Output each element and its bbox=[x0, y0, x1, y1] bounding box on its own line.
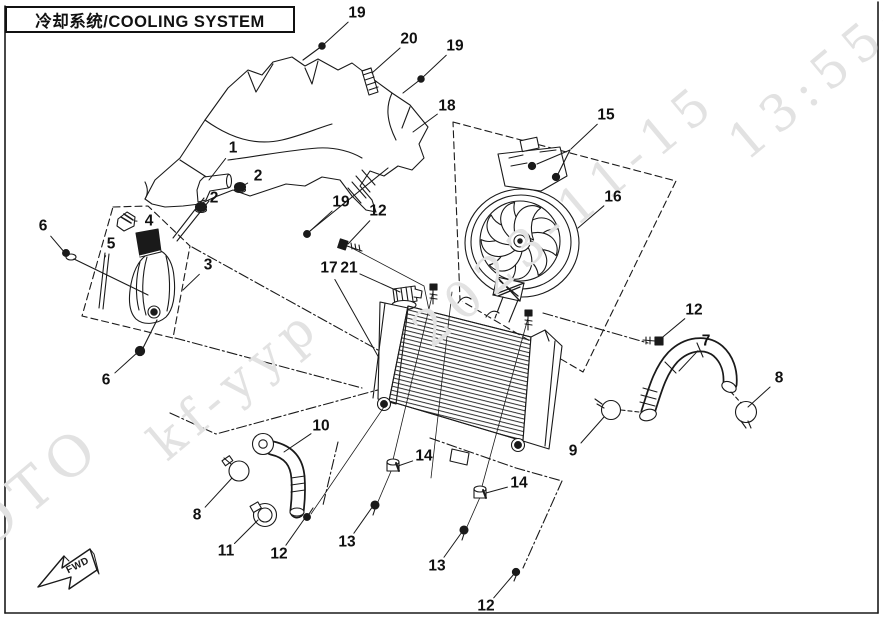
callout-11: 11 bbox=[217, 542, 235, 560]
callout-19: 19 bbox=[348, 4, 366, 22]
callout-10: 10 bbox=[312, 417, 330, 435]
lower-hose-group bbox=[221, 432, 314, 528]
callout-8: 8 bbox=[192, 506, 202, 524]
callout-13: 13 bbox=[428, 557, 446, 575]
air-duct-drawing bbox=[144, 56, 429, 232]
callout-9: 9 bbox=[568, 442, 578, 460]
callout-17: 17 bbox=[320, 259, 338, 277]
callout-19: 19 bbox=[446, 37, 464, 55]
bolt-12 bbox=[337, 238, 363, 252]
callout-7: 7 bbox=[701, 332, 711, 350]
fwd-arrow: FWD bbox=[37, 548, 100, 590]
callout-1: 1 bbox=[228, 139, 238, 157]
stud-20 bbox=[361, 67, 379, 96]
fan-assembly-drawing bbox=[452, 121, 677, 373]
group-chain-lines bbox=[169, 246, 649, 569]
callout-2: 2 bbox=[253, 167, 263, 185]
callout-4: 4 bbox=[144, 212, 154, 230]
page-frame bbox=[4, 1, 879, 614]
radiator-drawing bbox=[310, 247, 563, 530]
nut-14-left bbox=[386, 458, 400, 472]
callout-14: 14 bbox=[510, 474, 528, 492]
callout-12: 12 bbox=[477, 597, 495, 615]
callout-19: 19 bbox=[332, 193, 350, 211]
callout-6: 6 bbox=[38, 217, 48, 235]
nut-14-right bbox=[473, 485, 487, 499]
callout-13: 13 bbox=[338, 533, 356, 551]
callout-12: 12 bbox=[270, 545, 288, 563]
callout-6: 6 bbox=[101, 371, 111, 389]
page-title: 冷却系统/COOLING SYSTEM bbox=[35, 12, 265, 31]
callout-18: 18 bbox=[438, 97, 456, 115]
callout-12: 12 bbox=[685, 301, 703, 319]
callout-21: 21 bbox=[340, 259, 358, 277]
radiator-top-fasteners bbox=[303, 230, 363, 252]
callout-14: 14 bbox=[415, 447, 433, 465]
callout-3: 3 bbox=[203, 256, 213, 274]
callout-leader-lines bbox=[50, 21, 771, 599]
callout-15: 15 bbox=[597, 106, 615, 124]
title-box: 冷却系统/COOLING SYSTEM bbox=[5, 6, 295, 33]
reservoir-group bbox=[62, 173, 247, 357]
callout-5: 5 bbox=[106, 235, 116, 253]
callout-16: 16 bbox=[604, 188, 622, 206]
callout-2: 2 bbox=[209, 189, 219, 207]
bolt-12-right bbox=[642, 336, 664, 346]
callout-12: 12 bbox=[369, 202, 387, 220]
right-hose-group bbox=[594, 336, 758, 429]
callout-8: 8 bbox=[774, 369, 784, 387]
callout-20: 20 bbox=[400, 30, 418, 48]
